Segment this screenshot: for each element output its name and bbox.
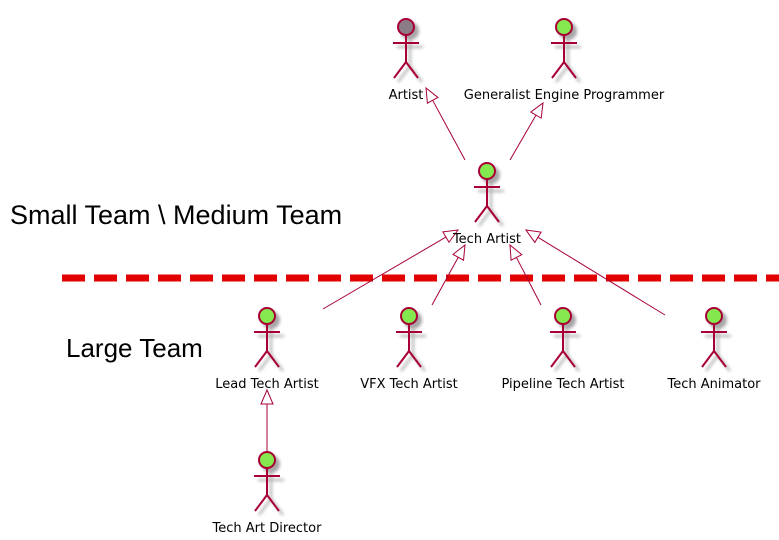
generalization-arrowhead [260,388,274,405]
generalization-arrowhead [425,86,439,104]
actor-stick-figure-icon [550,307,576,368]
actor-vfx-tech-artist: VFX Tech Artist [360,307,458,392]
actor-label: VFX Tech Artist [360,377,457,392]
large-team-label: Large Team [66,333,203,363]
generalization-edge-tech-artist-to-generalist-engine-programmer [509,101,544,161]
edge-line [537,236,666,316]
generalization-edge-tech-art-director-to-lead-tech-artist [260,388,274,451]
actor-pipeline-tech-artist: Pipeline Tech Artist [501,307,625,392]
edge-line [431,257,459,306]
actor-label: Tech Art Director [212,521,323,536]
small-medium-team-label: Small Team \ Medium Team [10,200,342,230]
generalization-arrowhead [509,243,523,261]
generalization-arrowhead [442,229,460,244]
edge-line [432,100,466,161]
actor-label: Artist [389,88,424,103]
actor-stick-figure-icon [551,18,577,79]
actor-label: Generalist Engine Programmer [464,88,665,103]
actor-stick-figure-icon [474,162,500,223]
generalization-edge-lead-tech-artist-to-tech-artist [322,229,460,310]
edge-line [322,236,447,310]
generalization-edge-vfx-tech-artist-to-tech-artist [431,243,466,306]
generalization-arrowhead [529,101,544,119]
edge-line [509,114,537,161]
actor-tech-art-director: Tech Art Director [212,451,323,536]
generalization-edge-tech-animator-to-tech-artist [524,229,666,316]
actor-stick-figure-icon [396,307,422,368]
generalization-arrowhead [524,229,542,244]
actor-label: Tech Artist [452,232,521,247]
actor-stick-figure-icon [393,18,419,79]
generalization-edge-pipeline-tech-artist-to-tech-artist [509,243,542,306]
actor-artist: Artist [389,18,424,103]
actor-stick-figure-icon [701,307,727,368]
edge-line [515,257,542,306]
actor-label: Pipeline Tech Artist [501,377,624,392]
actor-label: Tech Animator [666,377,761,392]
actor-label: Lead Tech Artist [215,377,318,392]
actor-generalist-engine-programmer: Generalist Engine Programmer [464,18,665,103]
actor-tech-animator: Tech Animator [666,307,761,392]
actor-lead-tech-artist: Lead Tech Artist [215,307,319,392]
actor-tech-artist: Tech Artist [452,162,521,247]
generalization-edges [260,86,666,451]
generalization-arrowhead [452,243,466,261]
generalization-edge-tech-artist-to-artist [425,86,466,161]
actor-stick-figure-icon [254,451,280,512]
actor-stick-figure-icon [254,307,280,368]
